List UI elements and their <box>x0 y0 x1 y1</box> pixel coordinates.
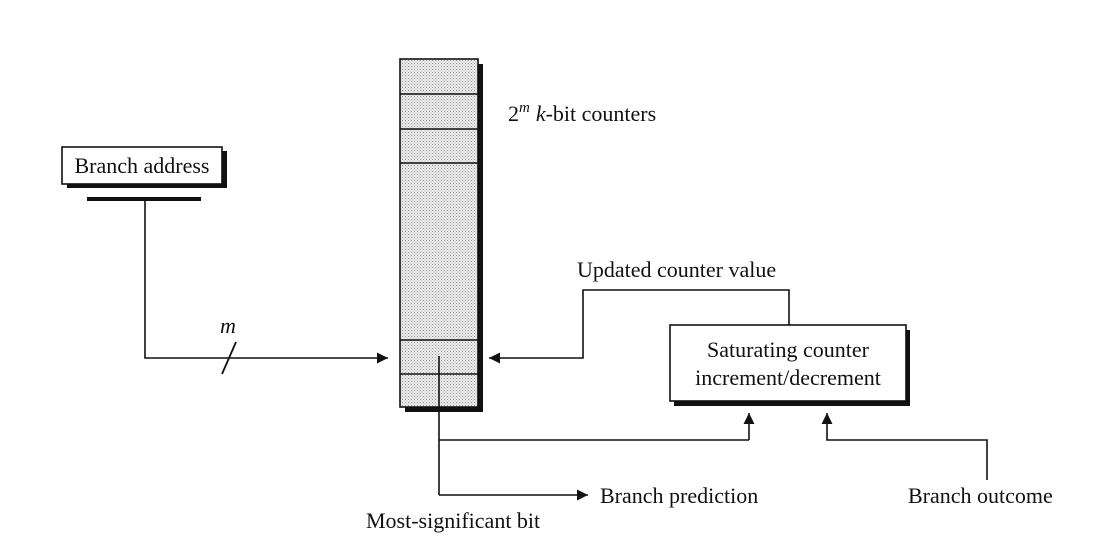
bus-width-slash <box>221 341 237 375</box>
branch-address-box: Branch address <box>61 146 227 188</box>
saturating-counter-box: Saturating counter increment/decrement <box>669 324 910 406</box>
m-label: m <box>220 313 236 338</box>
branch-prediction-label: Branch prediction <box>600 483 758 508</box>
msb-label: Most-significant bit <box>366 508 540 533</box>
saturating-counter-box-frame <box>669 324 907 402</box>
branch-address-label: Branch address <box>74 153 209 178</box>
counter-table <box>399 58 483 412</box>
branch-address-box-frame <box>61 146 223 185</box>
saturating-counter-label-line2: increment/decrement <box>695 365 881 390</box>
branch-outcome-line <box>821 413 988 480</box>
index-line <box>144 199 388 364</box>
branch-outcome-label: Branch outcome <box>908 483 1053 508</box>
updated-counter-label: Updated counter value <box>577 257 776 282</box>
counter-table-body <box>399 58 479 408</box>
update-feedback-line <box>489 289 790 364</box>
saturating-counter-label-line1: Saturating counter <box>707 337 870 362</box>
